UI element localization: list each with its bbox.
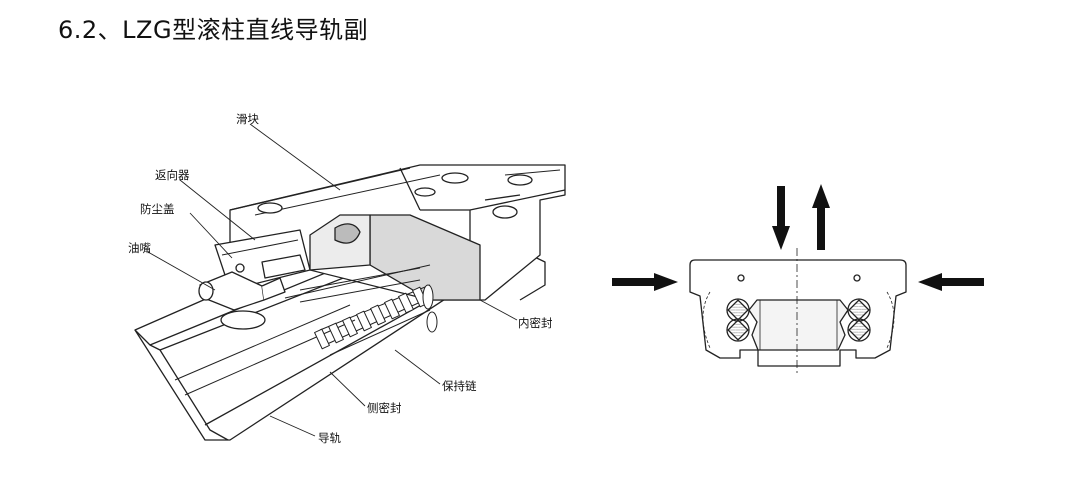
roller-icons	[727, 299, 870, 341]
label-rail: 导轨	[318, 431, 341, 445]
rail-assembly-illustration	[134, 123, 566, 441]
page-title: 6.2、LZG型滚柱直线导轨副	[58, 16, 369, 44]
load-arrows	[612, 184, 984, 291]
cross-section-drawing	[689, 248, 907, 376]
label-side-seal: 侧密封	[367, 401, 402, 415]
label-dust-cover: 防尘盖	[140, 202, 175, 216]
arrow-icon-down	[772, 186, 790, 250]
label-reverser: 返向器	[155, 168, 190, 182]
leader-lines	[147, 123, 518, 437]
arrow-icon-left	[918, 273, 984, 291]
label-cage-chain: 保持链	[442, 379, 477, 393]
label-oil-nozzle: 油嘴	[128, 241, 151, 255]
slider-block-drawing	[229, 164, 566, 301]
arrow-icon-right	[612, 273, 678, 291]
cage-chain-drawing	[284, 264, 438, 356]
label-inner-seal: 内密封	[518, 316, 553, 330]
arrow-icon-up	[812, 184, 830, 250]
label-slider: 滑块	[236, 112, 259, 126]
